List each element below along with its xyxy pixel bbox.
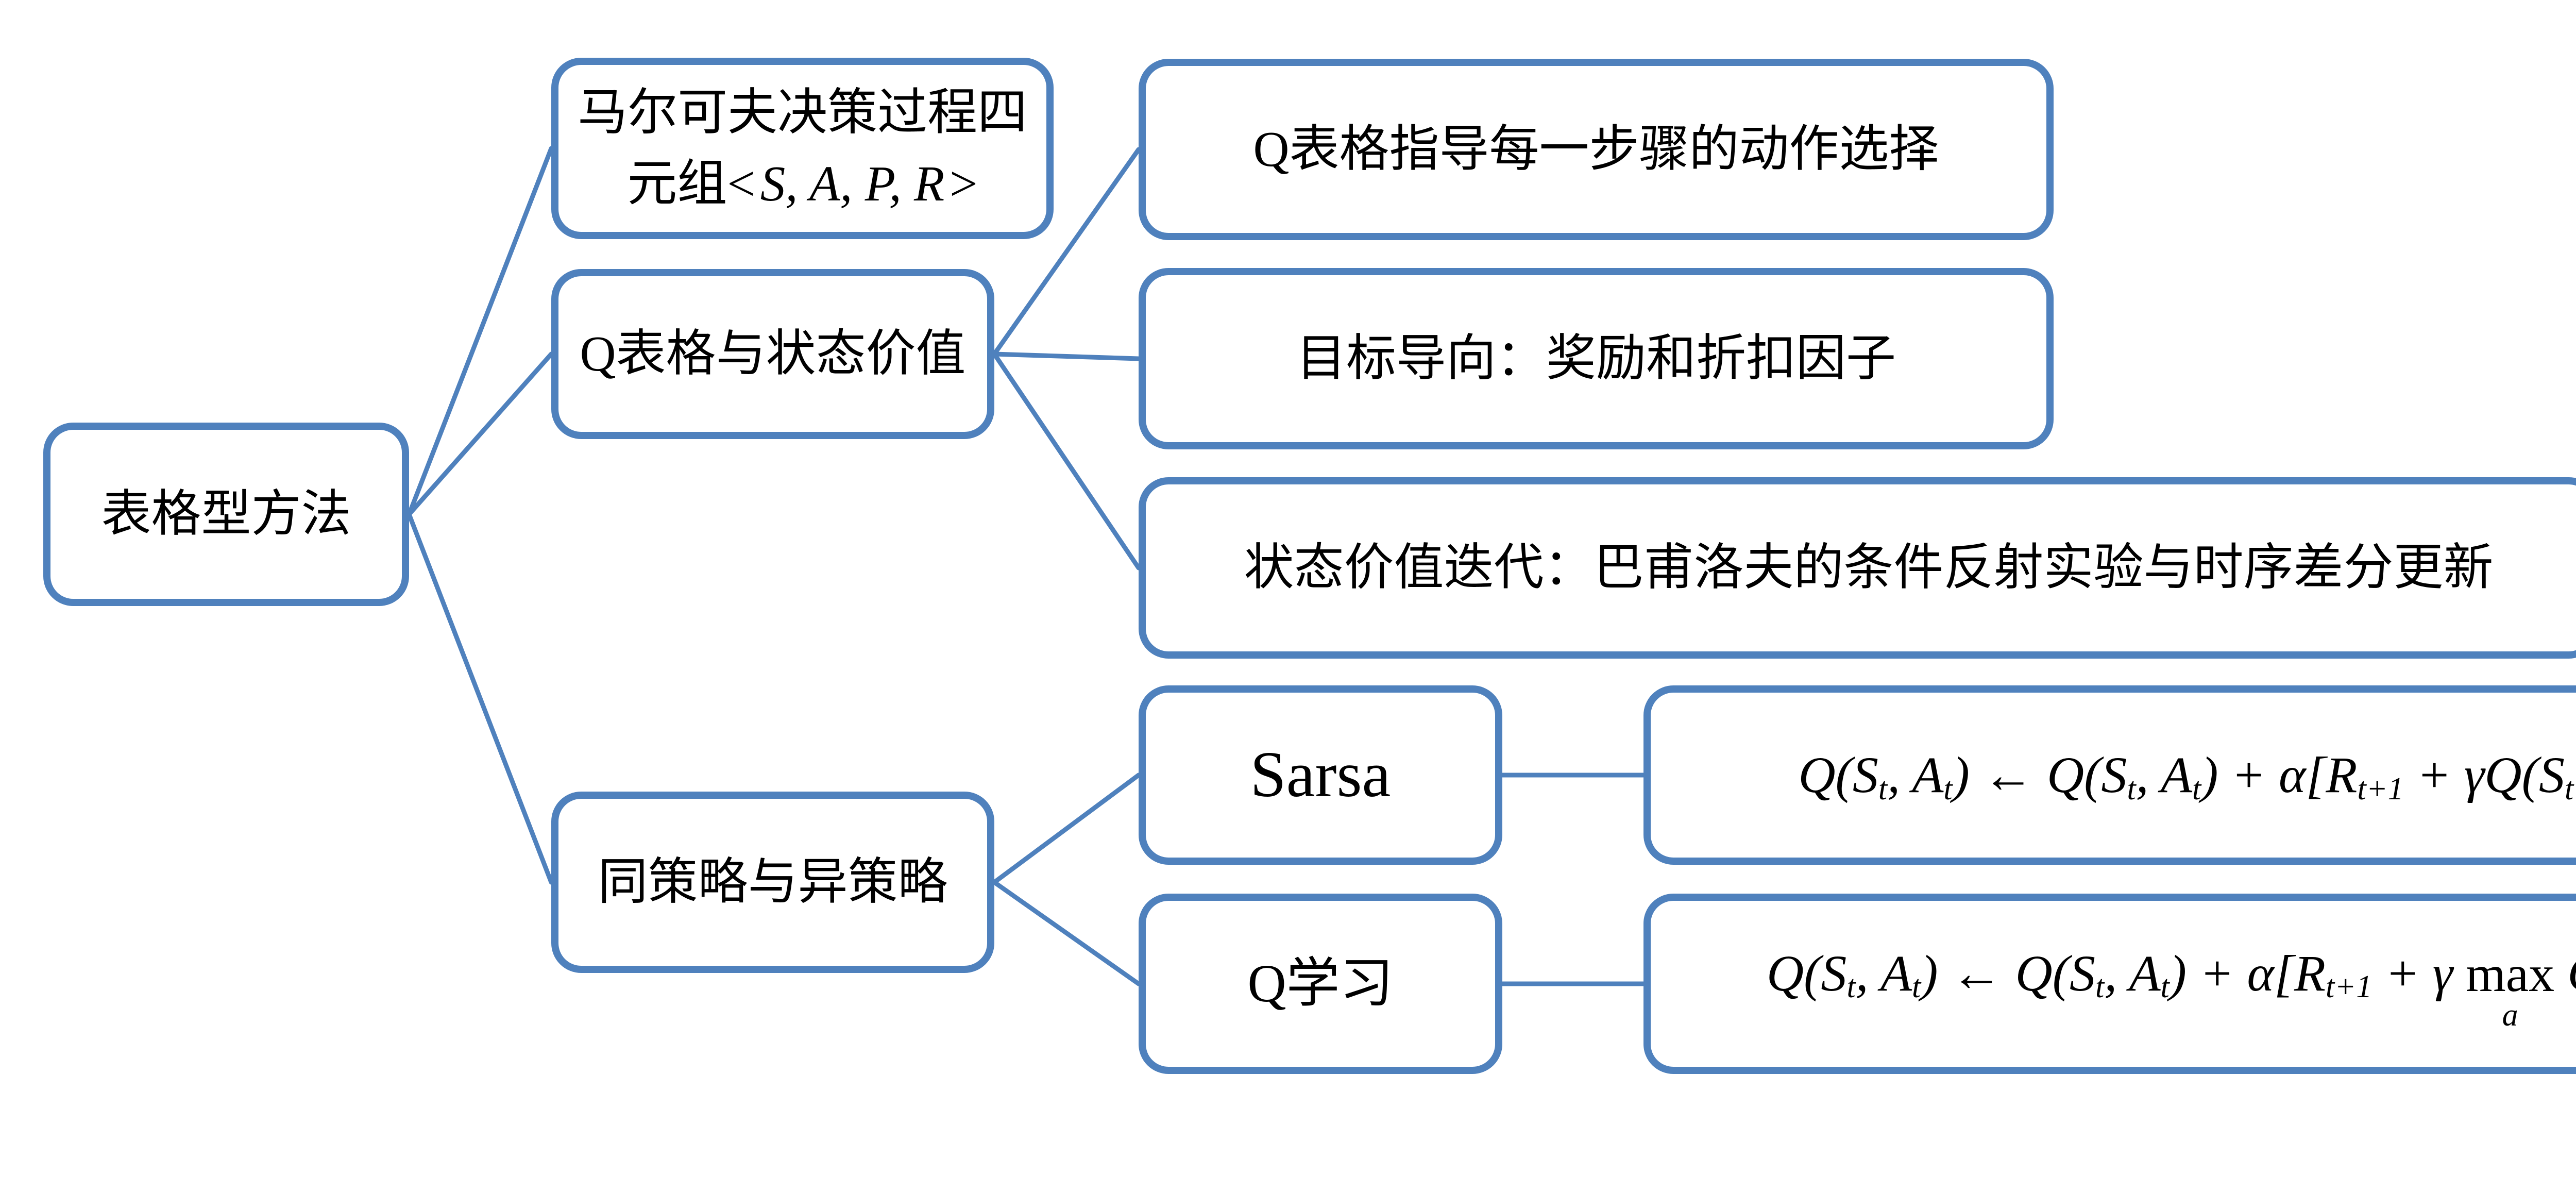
- connector-root-policy: [406, 512, 554, 885]
- connector-policy-qlearning: [992, 880, 1141, 986]
- mdp-line1: 马尔可夫决策过程四: [578, 85, 1027, 141]
- connector-qtable-guide: [992, 147, 1141, 357]
- connector-qtable-statevalue: [992, 351, 1141, 570]
- node-q-table-state-value-label: Q表格与状态价值: [580, 326, 966, 382]
- connector-root-mdp: [406, 146, 554, 517]
- node-on-off-policy-label: 同策略与异策略: [598, 854, 948, 910]
- formula-sarsa-update[interactable]: Q(St, At) ← Q(St, At) + α[Rt+1 + γQ(St+1…: [1643, 685, 2576, 865]
- leaf-q-table-action-selection-label: Q表格指导每一步骤的动作选择: [1253, 122, 1939, 177]
- node-sarsa-label: Sarsa: [1250, 738, 1391, 811]
- mdp-tuple-symbols: S, A, P, R: [760, 156, 945, 211]
- node-tabular-methods[interactable]: 表格型方法: [43, 423, 409, 606]
- formula-sarsa-update-text: Q(St, At) ← Q(St, At) + α[Rt+1 + γQ(St+1…: [1798, 746, 2576, 807]
- node-q-learning[interactable]: Q学习: [1139, 894, 1502, 1074]
- node-mdp-tuple[interactable]: 马尔可夫决策过程四 元组<S, A, P, R>: [551, 58, 1054, 239]
- node-q-table-state-value[interactable]: Q表格与状态价值: [551, 269, 994, 439]
- mdp-line2: 元组<S, A, P, R>: [627, 156, 978, 211]
- node-on-off-policy[interactable]: 同策略与异策略: [551, 792, 994, 973]
- node-q-learning-label: Q学习: [1247, 954, 1394, 1014]
- connector-root-qtable: [406, 351, 554, 517]
- node-mdp-tuple-label: 马尔可夫决策过程四 元组<S, A, P, R>: [578, 77, 1027, 219]
- connector-qtable-goal: [992, 351, 1141, 361]
- leaf-q-table-action-selection[interactable]: Q表格指导每一步骤的动作选择: [1139, 59, 2054, 240]
- leaf-state-value-iteration[interactable]: 状态价值迭代：巴甫洛夫的条件反射实验与时序差分更新: [1139, 477, 2576, 659]
- node-tabular-methods-label: 表格型方法: [101, 486, 351, 542]
- node-sarsa[interactable]: Sarsa: [1139, 685, 1502, 865]
- leaf-state-value-iteration-label: 状态价值迭代：巴甫洛夫的条件反射实验与时序差分更新: [1244, 540, 2494, 596]
- leaf-goal-oriented-label: 目标导向：奖励和折扣因子: [1296, 331, 1896, 387]
- leaf-goal-oriented[interactable]: 目标导向：奖励和折扣因子: [1139, 268, 2054, 449]
- connector-policy-sarsa: [992, 773, 1141, 885]
